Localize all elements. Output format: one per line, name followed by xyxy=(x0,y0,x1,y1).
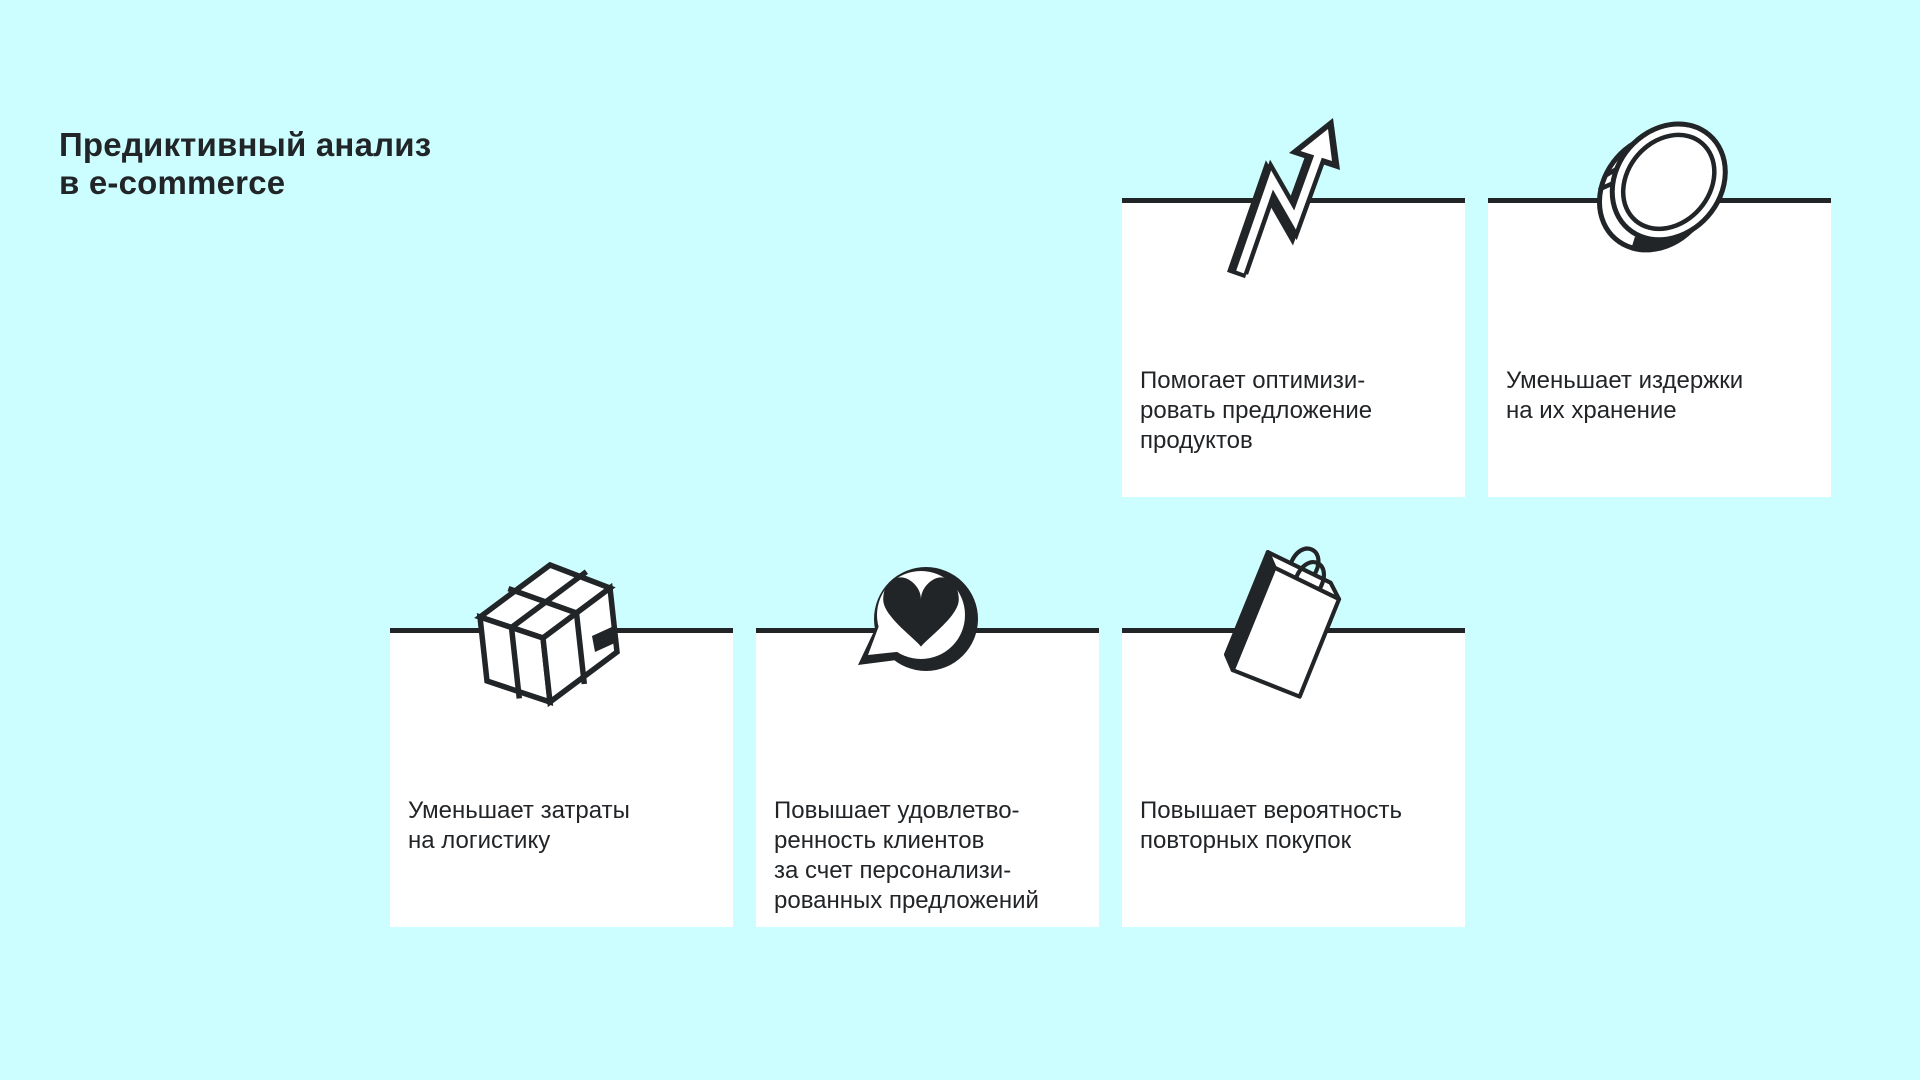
benefit-card-text: Уменьшает издержки на их хранение xyxy=(1506,367,1744,424)
coin-icon xyxy=(1596,121,1728,253)
shopping-bag-icon xyxy=(1223,546,1342,699)
benefit-card-repeat-purchases: Повышает вероятность повторных покупок xyxy=(1122,546,1465,927)
page-title: Предиктивный анализ в e-commerce xyxy=(59,126,432,201)
benefit-card-text: Повышает вероятность повторных покупок xyxy=(1140,797,1403,854)
growth-arrow-icon xyxy=(1227,118,1340,279)
benefit-card-text: Помогает оптимизи- ровать предложение пр… xyxy=(1140,367,1373,454)
benefit-card-text: Уменьшает затраты на логистику xyxy=(408,797,630,854)
benefit-card-optimize-offer: Помогает оптимизи- ровать предложение пр… xyxy=(1122,118,1465,497)
package-box-icon xyxy=(474,561,620,708)
heart-chat-icon xyxy=(858,567,978,671)
benefit-card-logistics: Уменьшает затраты на логистику xyxy=(390,561,733,927)
benefit-card-storage-costs: Уменьшает издержки на их хранение xyxy=(1488,121,1831,497)
benefit-card-satisfaction: Повышает удовлетво- ренность клиентов за… xyxy=(756,567,1099,927)
benefit-card-text: Повышает удовлетво- ренность клиентов за… xyxy=(774,797,1039,914)
